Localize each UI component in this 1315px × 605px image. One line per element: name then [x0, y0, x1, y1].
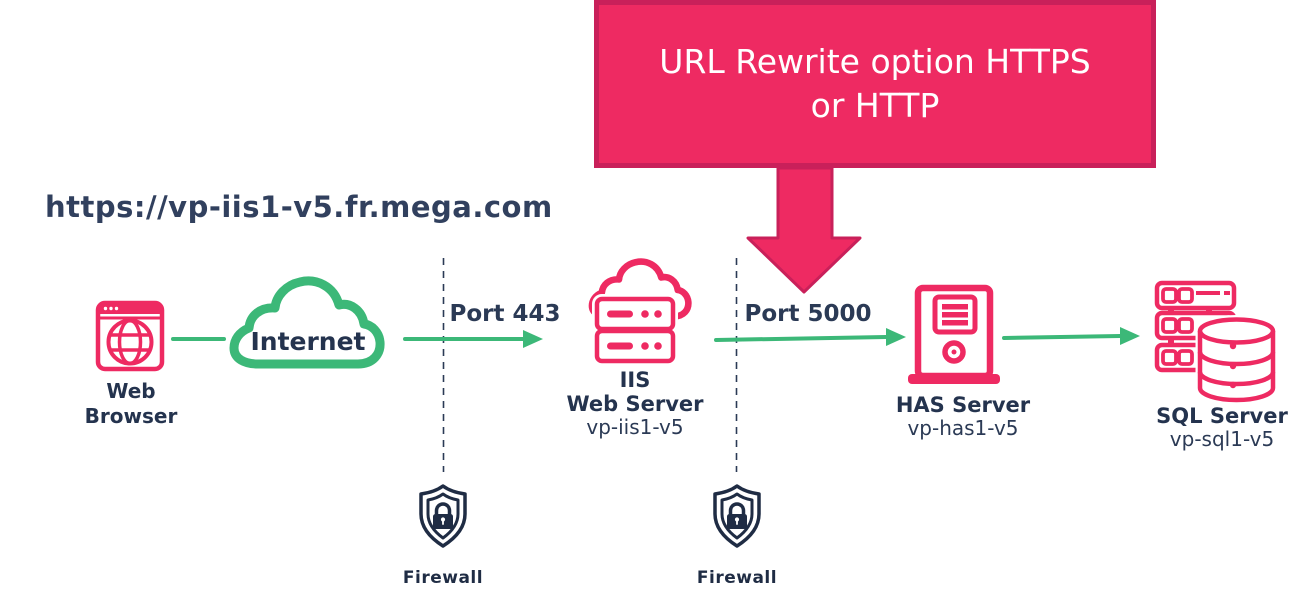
iis-title: IIS — [619, 368, 651, 392]
sql-server-hostname: vp-sql1-v5 — [1169, 427, 1275, 451]
has-server-icon — [908, 284, 1000, 384]
port-5000-label: Port 5000 — [744, 301, 872, 327]
internet-label: Internet — [250, 327, 366, 356]
firewall-icon-1 — [419, 484, 467, 548]
banner-pointer-arrow — [746, 166, 862, 294]
has-server-hostname: vp-has1-v5 — [907, 416, 1019, 440]
url-label: https://vp-iis1-v5.fr.mega.com — [45, 190, 553, 224]
has-server-label: HAS Server — [895, 393, 1031, 417]
flow-arrow-iis-has — [714, 328, 906, 346]
iis-hostname: vp-iis1-v5 — [586, 415, 684, 439]
port-443-label: Port 443 — [449, 301, 561, 327]
web-browser-icon — [95, 300, 165, 372]
firewall-label-1: Firewall — [402, 568, 484, 588]
banner-text-line2: or HTTP — [810, 86, 940, 125]
iis-subtitle: Web Server — [566, 392, 704, 416]
web-browser-label: Web Browser — [84, 379, 178, 428]
url-rewrite-banner: URL Rewrite option HTTPS or HTTP — [594, 0, 1156, 168]
sql-server-label: SQL Server — [1156, 404, 1288, 428]
firewall-icon-2 — [713, 484, 761, 548]
internet-cloud-icon — [229, 276, 385, 369]
banner-text-line1: URL Rewrite option HTTPS — [659, 41, 1091, 81]
iis-web-server-icon — [588, 258, 692, 366]
sql-server-icon — [1154, 280, 1278, 405]
firewall-label-2: Firewall — [696, 568, 778, 588]
flow-arrow-has-sql — [1002, 327, 1140, 345]
flow-arrow-internet-iis — [403, 330, 543, 348]
